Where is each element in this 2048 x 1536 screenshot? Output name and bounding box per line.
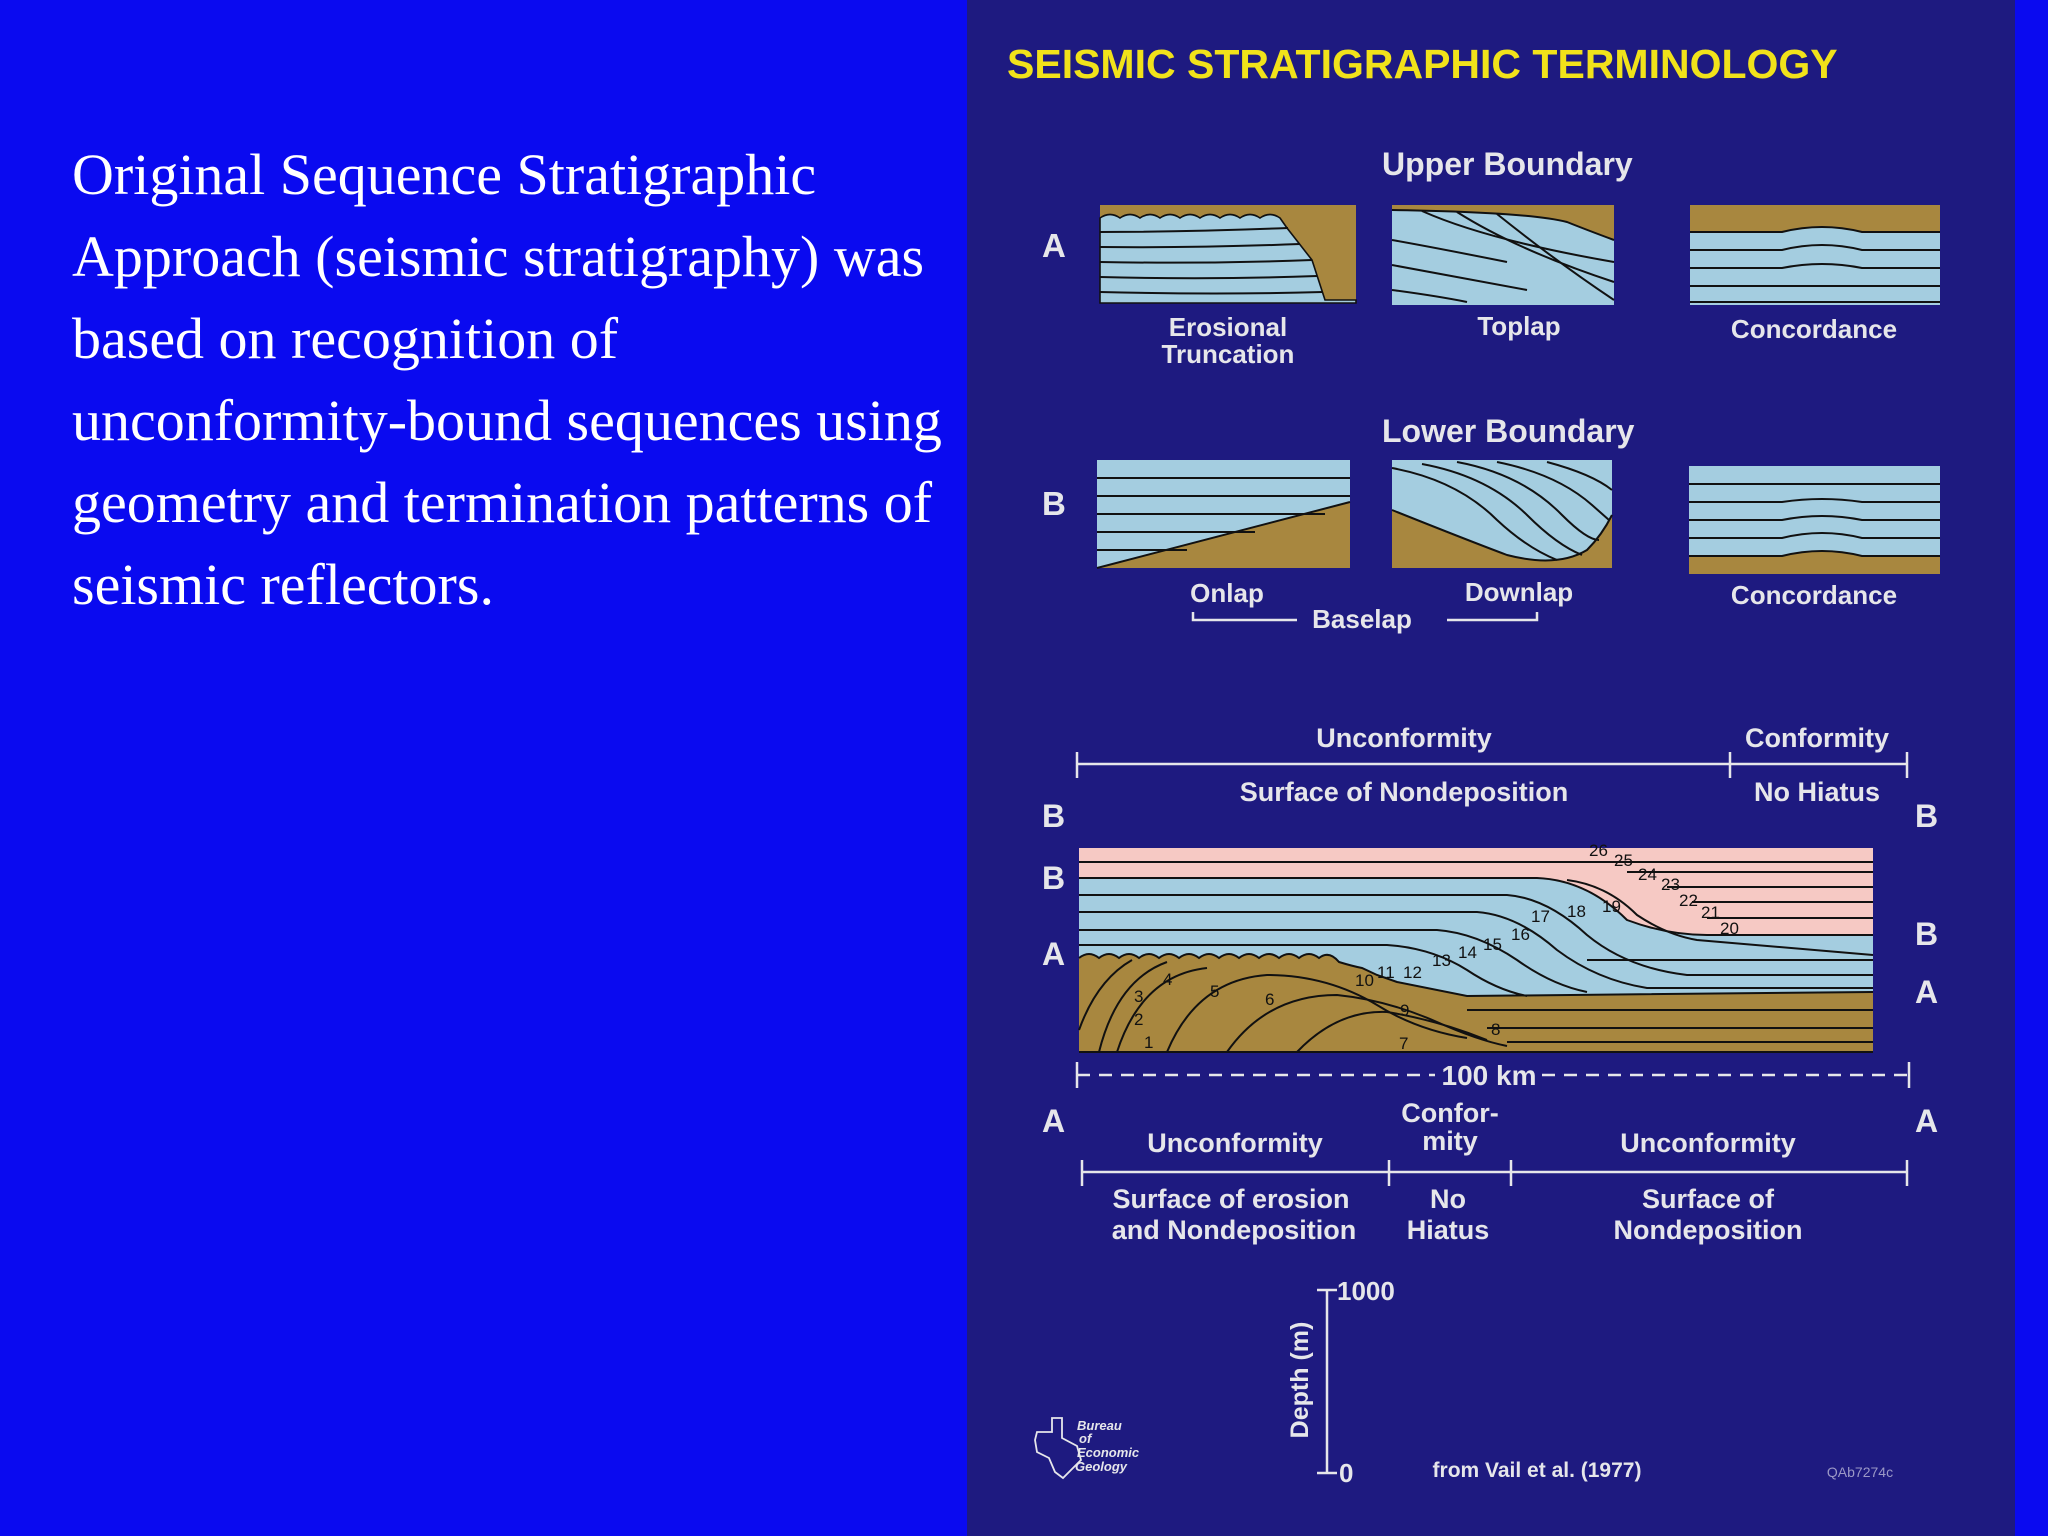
distance-scale-label: 100 km bbox=[1442, 1060, 1537, 1091]
reflector-26: 26 bbox=[1589, 841, 1608, 860]
concordance-upper-panel bbox=[1690, 205, 1940, 305]
bottom-right-sub-1: Surface of bbox=[1642, 1184, 1775, 1214]
reflector-3: 3 bbox=[1134, 987, 1143, 1006]
reflector-2: 2 bbox=[1134, 1010, 1143, 1029]
erosional-truncation-panel bbox=[1099, 205, 1357, 304]
reflector-13: 13 bbox=[1432, 951, 1451, 970]
left-letter-a: A bbox=[1042, 936, 1065, 972]
reflector-7: 7 bbox=[1399, 1034, 1408, 1053]
top-no-hiatus-label: No Hiatus bbox=[1754, 777, 1880, 807]
reflector-22: 22 bbox=[1679, 891, 1698, 910]
figure-credit: from Vail et al. (1977) bbox=[1433, 1459, 1642, 1482]
bottom-letter-a-right: A bbox=[1915, 1103, 1938, 1139]
reflector-1: 1 bbox=[1144, 1033, 1153, 1052]
reflector-19: 19 bbox=[1602, 897, 1621, 916]
depth-scale-bottom: 0 bbox=[1339, 1458, 1353, 1488]
bottom-conformity-label-2: mity bbox=[1422, 1126, 1478, 1156]
reflector-16: 16 bbox=[1511, 925, 1530, 944]
toplap-panel bbox=[1391, 205, 1615, 305]
reflector-18: 18 bbox=[1567, 902, 1586, 921]
slide-paragraph: Original Sequence Stratigraphic Approach… bbox=[72, 142, 942, 617]
reflector-15: 15 bbox=[1483, 935, 1502, 954]
cross-section-diagram bbox=[1078, 848, 1874, 1053]
concordance-lower-panel bbox=[1689, 466, 1940, 574]
reflector-14: 14 bbox=[1458, 943, 1477, 962]
lower-boundary-heading: Lower Boundary bbox=[1382, 413, 1635, 449]
bureau-logo: Bureau of Economic Geology bbox=[1034, 1417, 1140, 1480]
reflector-6: 6 bbox=[1265, 990, 1274, 1009]
reflector-21: 21 bbox=[1701, 903, 1720, 922]
concordance-lower-label: Concordance bbox=[1731, 580, 1897, 610]
toplap-label: Toplap bbox=[1477, 311, 1560, 341]
reflector-11: 11 bbox=[1377, 963, 1395, 982]
seismic-terminology-figure: SEISMIC STRATIGRAPHIC TERMINOLOGY Upper … bbox=[967, 0, 2015, 1536]
left-letter-b-1: B bbox=[1042, 798, 1065, 834]
figure-code: QAb7274c bbox=[1827, 1464, 1893, 1480]
reflector-17: 17 bbox=[1531, 907, 1550, 926]
bottom-letter-a-left: A bbox=[1042, 1103, 1065, 1139]
bottom-left-sub-1: Surface of erosion bbox=[1112, 1184, 1349, 1214]
baselap-label: Baselap bbox=[1312, 604, 1412, 634]
depth-scale-top: 1000 bbox=[1337, 1276, 1395, 1306]
top-conformity-label: Conformity bbox=[1745, 723, 1889, 753]
bottom-unconformity-left-label: Unconformity bbox=[1147, 1128, 1323, 1158]
onlap-label: Onlap bbox=[1190, 578, 1264, 608]
figure-title: SEISMIC STRATIGRAPHIC TERMINOLOGY bbox=[1007, 41, 1838, 87]
logo-line-4: Geology bbox=[1075, 1459, 1128, 1474]
downlap-panel bbox=[1391, 460, 1613, 568]
right-letter-a: A bbox=[1915, 974, 1938, 1010]
downlap-label: Downlap bbox=[1465, 577, 1573, 607]
depth-scale bbox=[1317, 1288, 1337, 1475]
top-unconformity-label: Unconformity bbox=[1316, 723, 1492, 753]
reflector-25: 25 bbox=[1614, 851, 1633, 870]
reflector-24: 24 bbox=[1638, 865, 1657, 884]
logo-line-2: of bbox=[1079, 1431, 1093, 1446]
row-letter-b: B bbox=[1042, 485, 1066, 522]
reflector-10: 10 bbox=[1355, 971, 1374, 990]
bottom-mid-sub-2: Hiatus bbox=[1407, 1215, 1490, 1245]
reflector-23: 23 bbox=[1661, 875, 1680, 894]
depth-axis-label: Depth (m) bbox=[1286, 1322, 1314, 1439]
logo-line-3: Economic bbox=[1077, 1445, 1140, 1460]
left-letter-b-2: B bbox=[1042, 860, 1065, 896]
right-letter-b-1: B bbox=[1915, 798, 1938, 834]
concordance-upper-label: Concordance bbox=[1731, 314, 1897, 344]
onlap-panel bbox=[1096, 460, 1351, 569]
logo-line-1: Bureau bbox=[1077, 1418, 1122, 1433]
reflector-9: 9 bbox=[1400, 1001, 1409, 1020]
bottom-unconformity-right-label: Unconformity bbox=[1620, 1128, 1796, 1158]
upper-boundary-heading: Upper Boundary bbox=[1382, 146, 1633, 182]
bottom-mid-sub-1: No bbox=[1430, 1184, 1466, 1214]
bottom-left-sub-2: and Nondeposition bbox=[1112, 1215, 1356, 1245]
reflector-number-labels: 1 2 3 4 5 6 7 8 9 10 11 12 13 14 15 16 1… bbox=[1134, 841, 1739, 1053]
row-letter-a: A bbox=[1042, 227, 1066, 264]
truncation-label: Truncation bbox=[1162, 339, 1295, 369]
bottom-conformity-label-1: Confor- bbox=[1401, 1098, 1498, 1128]
baselap-bracket bbox=[1191, 612, 1539, 622]
right-letter-b-2: B bbox=[1915, 916, 1938, 952]
reflector-4: 4 bbox=[1163, 970, 1172, 989]
top-nondeposition-label: Surface of Nondeposition bbox=[1240, 777, 1569, 807]
top-interval-bar bbox=[1075, 752, 1909, 778]
bottom-interval-bar bbox=[1080, 1160, 1909, 1186]
bottom-right-sub-2: Nondeposition bbox=[1614, 1215, 1803, 1245]
erosional-label: Erosional bbox=[1169, 312, 1287, 342]
distance-scale-bar bbox=[1075, 1062, 1911, 1088]
reflector-12: 12 bbox=[1403, 963, 1422, 982]
reflector-5: 5 bbox=[1210, 982, 1219, 1001]
reflector-20: 20 bbox=[1720, 919, 1739, 938]
reflector-8: 8 bbox=[1491, 1020, 1500, 1039]
